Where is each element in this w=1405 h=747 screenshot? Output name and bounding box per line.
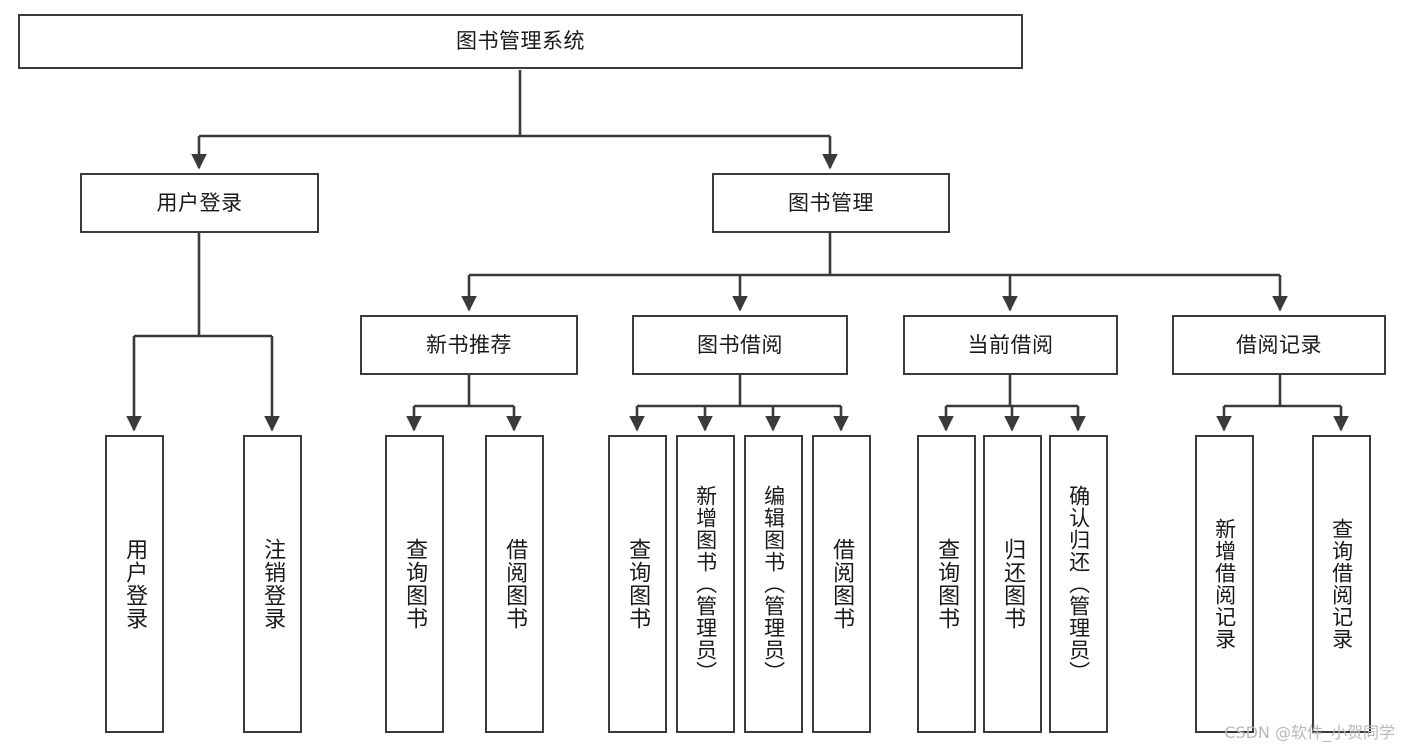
node-user-login[interactable]: 用户登录 (80, 173, 319, 233)
node-leaf-borrow-query[interactable]: 查询图书 (608, 435, 667, 733)
node-borrow-record[interactable]: 借阅记录 (1172, 315, 1386, 375)
node-leaf-rec-search-label: 查询借阅记录 (1329, 518, 1354, 650)
node-user-login-label: 用户登录 (156, 190, 243, 215)
node-leaf-cur-return-label: 归还图书 (1000, 538, 1026, 630)
node-current-borrow[interactable]: 当前借阅 (903, 315, 1118, 375)
node-leaf-rec-add[interactable]: 新增借阅记录 (1195, 435, 1254, 733)
node-current-borrow-label: 当前借阅 (967, 332, 1054, 357)
node-leaf-cur-confirm[interactable]: 确认归还（管理员） (1049, 435, 1108, 733)
node-leaf-cur-query[interactable]: 查询图书 (917, 435, 976, 733)
node-borrow-record-label: 借阅记录 (1236, 332, 1322, 357)
node-leaf-cur-confirm-label: 确认归还（管理员） (1066, 485, 1091, 683)
node-leaf-rec-borrow-label: 借阅图书 (502, 538, 528, 630)
node-leaf-borrow-edit[interactable]: 编辑图书（管理员） (744, 435, 803, 733)
node-leaf-rec-search[interactable]: 查询借阅记录 (1312, 435, 1371, 733)
node-leaf-cur-query-label: 查询图书 (934, 538, 960, 630)
node-leaf-rec-borrow[interactable]: 借阅图书 (485, 435, 544, 733)
node-root[interactable]: 图书管理系统 (18, 14, 1023, 69)
node-leaf-rec-query-label: 查询图书 (402, 538, 428, 630)
node-leaf-rec-query[interactable]: 查询图书 (385, 435, 444, 733)
node-leaf-borrow-do-label: 借阅图书 (829, 538, 855, 630)
node-leaf-borrow-add-label: 新增图书（管理员） (693, 485, 718, 683)
node-book-manage[interactable]: 图书管理 (712, 173, 950, 233)
node-new-book-rec-label: 新书推荐 (426, 332, 512, 357)
node-book-manage-label: 图书管理 (788, 190, 874, 215)
node-leaf-borrow-edit-label: 编辑图书（管理员） (761, 485, 786, 683)
node-leaf-borrow-add[interactable]: 新增图书（管理员） (676, 435, 735, 733)
node-leaf-rec-add-label: 新增借阅记录 (1212, 518, 1237, 650)
node-leaf-cur-return[interactable]: 归还图书 (983, 435, 1042, 733)
node-leaf-user-login-label: 用户登录 (122, 538, 148, 630)
node-root-label: 图书管理系统 (456, 29, 585, 54)
node-leaf-logout-label: 注销登录 (260, 538, 286, 630)
node-book-borrow[interactable]: 图书借阅 (632, 315, 848, 375)
node-leaf-borrow-do[interactable]: 借阅图书 (812, 435, 871, 733)
node-leaf-logout[interactable]: 注销登录 (243, 435, 302, 733)
node-new-book-rec[interactable]: 新书推荐 (360, 315, 578, 375)
node-leaf-user-login[interactable]: 用户登录 (105, 435, 164, 733)
node-leaf-borrow-query-label: 查询图书 (625, 538, 651, 630)
node-book-borrow-label: 图书借阅 (697, 332, 783, 357)
csdn-watermark: CSDN @软件_小贺同学 (1224, 723, 1395, 742)
